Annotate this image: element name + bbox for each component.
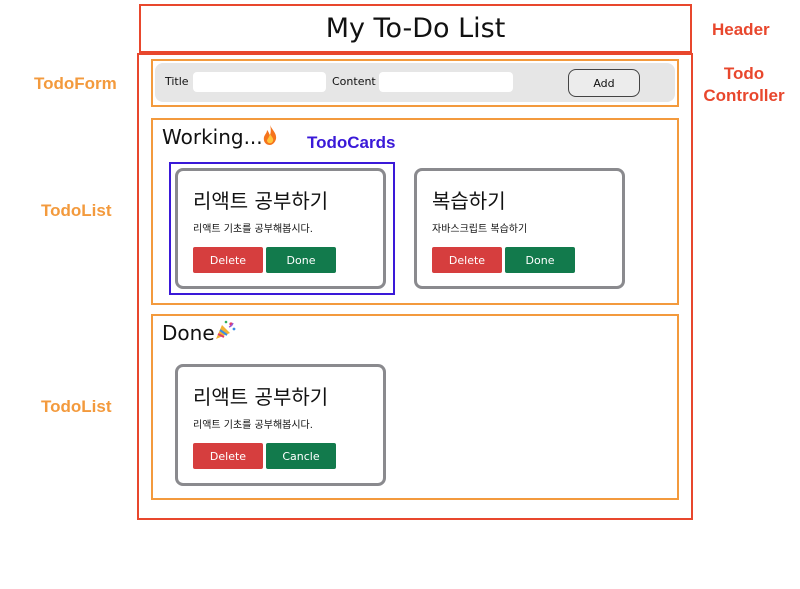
delete-button[interactable]: Delete [193,247,263,273]
party-popper-icon [216,320,236,339]
card-body: 자바스크립트 복습하기 [432,224,528,235]
content-input[interactable] [379,72,513,92]
todo-controller-box [137,53,693,520]
card-body: 리액트 기초를 공부해봅시다. [193,224,313,235]
todo-form-box [151,59,679,107]
card-title: 리액트 공부하기 [193,189,329,213]
todo-card: 복습하기 자바스크립트 복습하기 Delete Done [414,168,625,289]
header-box: My To-Do List [139,4,692,53]
todo-card: 리액트 공부하기 리액트 기초를 공부해봅시다. Delete Cancle [175,364,386,486]
annotation-todo-list-working: TodoList [41,201,112,220]
annotation-todo-controller: Todo Controller [698,63,790,107]
content-label: Content [332,75,376,88]
cancel-button[interactable]: Cancle [266,443,336,469]
todo-list-working-box [151,118,679,305]
fire-icon [263,125,277,145]
todo-form: Title Content Add [155,63,675,102]
done-heading: Done [162,321,215,345]
delete-button[interactable]: Delete [193,443,263,469]
annotation-todo-list-done: TodoList [41,397,112,416]
todo-cards-box [169,162,395,295]
title-label: Title [165,75,189,88]
title-input[interactable] [193,72,326,92]
page-title: My To-Do List [325,13,506,44]
working-heading: Working... [162,125,263,149]
card-title: 복습하기 [432,189,506,213]
working-heading-text: Working... [162,125,263,149]
done-heading-text: Done [162,321,215,345]
annotation-todo-form: TodoForm [34,74,117,93]
annotation-todo-cards: TodoCards [307,133,396,152]
todo-list-done-box [151,314,679,500]
done-button[interactable]: Done [266,247,336,273]
todo-card: 리액트 공부하기 리액트 기초를 공부해봅시다. Delete Done [175,168,386,289]
card-title: 리액트 공부하기 [193,385,329,409]
delete-button[interactable]: Delete [432,247,502,273]
annotation-todo-controller-line2: Controller [703,86,785,105]
done-button[interactable]: Done [505,247,575,273]
annotation-header: Header [712,20,770,39]
add-button[interactable]: Add [568,69,640,97]
card-body: 리액트 기초를 공부해봅시다. [193,420,313,431]
annotation-todo-controller-line1: Todo [723,64,765,83]
